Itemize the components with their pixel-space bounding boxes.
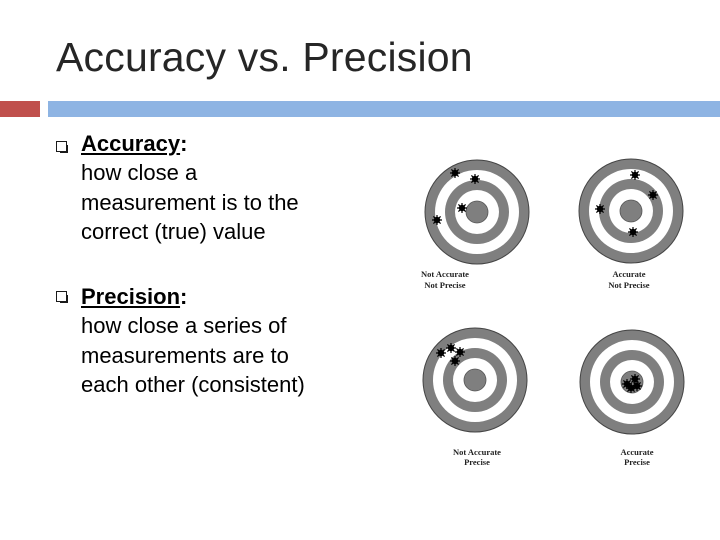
shot-mark: [627, 226, 639, 238]
target-caption-line1: Not Accurate: [453, 447, 501, 457]
shot-mark: [454, 346, 466, 358]
title-underline-accent-blue: [48, 101, 720, 117]
precision-description-line: measurements are to: [81, 342, 289, 368]
target-not-accurate-precise: Not Accurate Precise: [422, 327, 528, 467]
accuracy-description-line: correct (true) value: [81, 219, 266, 244]
precision-description: how close a series of measurements are t…: [81, 311, 381, 400]
shot-mark: [449, 355, 461, 367]
shot-mark: [594, 203, 606, 215]
shot-mark: [445, 342, 457, 354]
shot-mark: [469, 173, 481, 185]
shot-mark: [449, 167, 461, 179]
target-caption-line1: Accurate: [612, 269, 645, 279]
accuracy-term: Accuracy:: [81, 129, 187, 159]
accuracy-term-label: Accuracy: [81, 131, 181, 156]
target-caption-line2: Precise: [464, 457, 490, 467]
shot-mark: [647, 189, 659, 201]
shot-mark: [456, 202, 468, 214]
target-not-accurate-not-precise: Not Accurate Not Precise: [421, 159, 530, 290]
target-caption-line2: Precise: [624, 457, 650, 467]
accuracy-term-colon: :: [180, 131, 188, 156]
accuracy-description-line: measurement is to the: [81, 189, 299, 215]
precision-term-colon: :: [180, 284, 188, 309]
precision-term: Precision:: [81, 282, 187, 312]
shot-mark: [631, 380, 643, 392]
target-caption-line1: Accurate: [620, 447, 653, 457]
accuracy-description: how close a measurement is to the correc…: [81, 158, 381, 247]
precision-description-line: how close a series of: [81, 313, 287, 338]
target-accurate-not-precise: Accurate Not Precise: [578, 158, 684, 290]
target-caption-line2: Not Precise: [608, 280, 649, 290]
shot-mark: [431, 214, 443, 226]
title-underline-accent-red: [0, 101, 40, 117]
slide-title: Accuracy vs. Precision: [56, 34, 473, 80]
target-caption-line1: Not Accurate: [421, 269, 469, 279]
accuracy-precision-targets-figure: Not Accurate Not Precise Accurate Not Pr…: [421, 158, 685, 467]
shot-mark: [435, 347, 447, 359]
shot-mark: [629, 373, 641, 385]
precision-term-label: Precision: [81, 284, 181, 309]
accuracy-description-line: how close a: [81, 160, 198, 185]
target-accurate-precise: Accurate Precise: [579, 329, 685, 467]
shot-mark: [629, 169, 641, 181]
target-caption-line2: Not Precise: [424, 280, 465, 290]
precision-description-line: each other (consistent): [81, 372, 305, 397]
